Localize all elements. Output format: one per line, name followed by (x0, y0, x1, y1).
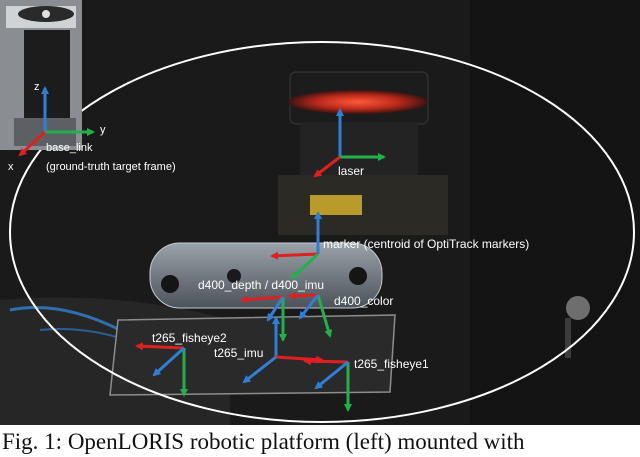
laser-x-axis (313, 155, 341, 178)
d400-color-label: d400_color (334, 294, 393, 308)
d400-depth-z-axis (266, 296, 285, 322)
d400-depth-x-axis (240, 295, 284, 304)
laser-label: laser (338, 164, 364, 178)
marker-y-axis (290, 252, 320, 280)
base-link-label: base_link (46, 142, 93, 154)
t265-fisheye1-x-axis (303, 357, 349, 366)
t265-imu-label: t265_imu (214, 346, 263, 360)
marker-x-axis (270, 251, 319, 260)
background-shadow (470, 0, 640, 425)
d400-camera (149, 242, 383, 309)
optitrack-marker-ball (566, 296, 590, 320)
t265-fisheye1-label: t265_fisheye1 (354, 357, 429, 371)
d400-color-z-axis (298, 294, 320, 320)
t265-fisheye2-x-axis (135, 342, 185, 351)
marker-post (565, 318, 571, 358)
t265-imu-z2-axis (242, 355, 277, 384)
marker-label: marker (centroid of OptiTrack markers) (323, 237, 529, 251)
platform-photo: z y x base_link (ground-truth target fra… (0, 0, 640, 425)
base-link-x-axis (18, 130, 47, 157)
t265-fisheye2-label: t265_fisheye2 (152, 331, 227, 345)
laser-window (288, 90, 428, 114)
axis-z-label: z (34, 81, 40, 93)
figure-caption: Fig. 1: OpenLORIS robotic platform (left… (2, 429, 525, 454)
d400-lens-center (227, 269, 241, 283)
axis-x-label: x (8, 161, 14, 173)
t265-fisheye2-z-axis (152, 346, 186, 377)
laser-label-plate (310, 195, 362, 215)
d400-lens-right (349, 267, 367, 285)
t265-imu-x-axis (275, 355, 324, 364)
t265-fisheye1-z-axis (314, 360, 349, 390)
d400-lens-left (161, 275, 179, 293)
annotated-scene: z y x base_link (ground-truth target fra… (0, 0, 640, 425)
d400-color-y-axis (316, 294, 333, 338)
laser-scanner-body (300, 122, 418, 177)
focus-ellipse (9, 41, 635, 423)
robot-inset (0, 0, 82, 150)
base-link-note: (ground-truth target frame) (46, 161, 176, 173)
blue-cable (9, 306, 121, 332)
d400-depth-imu-label: d400_depth / d400_imu (198, 278, 324, 292)
d400-color-x-axis (288, 291, 319, 300)
axis-y-label: y (100, 124, 106, 136)
laser-scanner-base (278, 175, 448, 235)
